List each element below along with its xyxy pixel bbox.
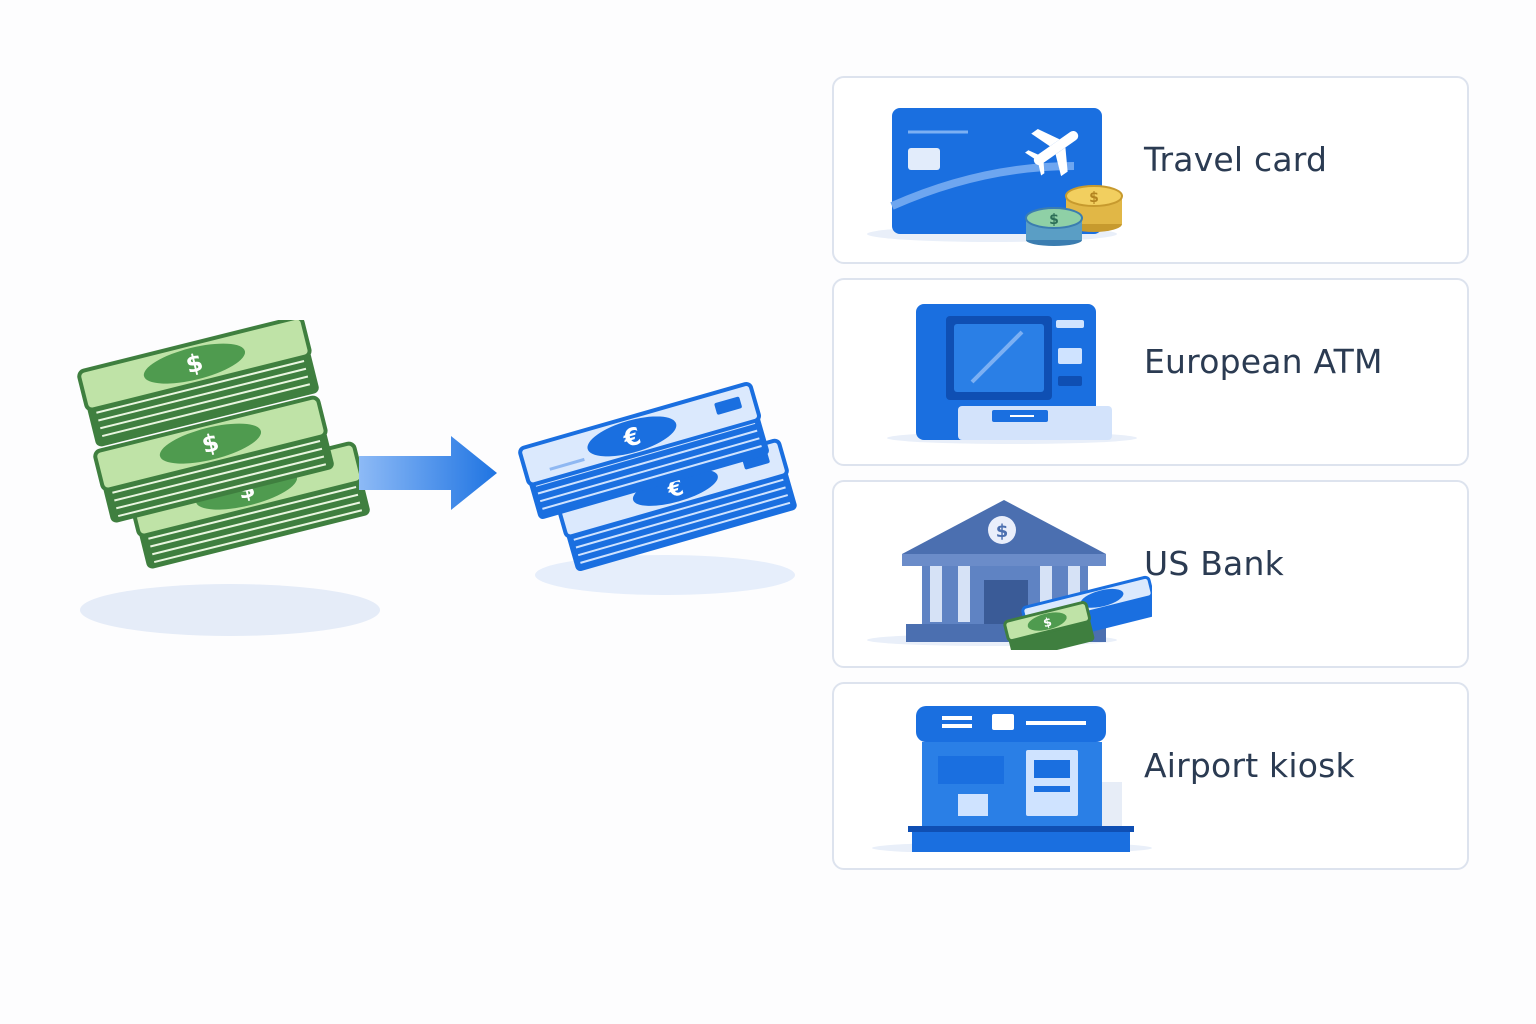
svg-text:$: $ bbox=[1049, 212, 1059, 228]
option-travel-card[interactable]: $ $ Travel card bbox=[832, 76, 1469, 264]
option-airport-kiosk[interactable]: Airport kiosk bbox=[832, 682, 1469, 870]
svg-text:$: $ bbox=[1042, 615, 1053, 631]
svg-text:$: $ bbox=[183, 348, 206, 379]
option-us-bank[interactable]: $ $ bbox=[832, 480, 1469, 668]
option-label: US Bank bbox=[1144, 544, 1284, 583]
usd-banknote-stacks-icon: $ $ $ bbox=[60, 315, 400, 650]
travel-card-icon: $ $ bbox=[862, 96, 1152, 246]
atm-icon bbox=[862, 298, 1152, 448]
exchange-options-list: $ $ Travel card bbox=[832, 76, 1469, 870]
svg-text:$: $ bbox=[1089, 190, 1099, 206]
option-label: Travel card bbox=[1144, 140, 1328, 179]
option-european-atm[interactable]: European ATM bbox=[832, 278, 1469, 466]
option-label: Airport kiosk bbox=[1144, 746, 1355, 785]
right-arrow-icon bbox=[355, 432, 505, 514]
kiosk-icon bbox=[862, 702, 1152, 856]
svg-text:$: $ bbox=[199, 428, 222, 459]
svg-text:$: $ bbox=[996, 521, 1009, 542]
option-label: European ATM bbox=[1144, 342, 1383, 381]
euro-banknote-stacks-icon: € € bbox=[505, 375, 815, 605]
bank-icon: $ $ bbox=[862, 500, 1157, 660]
